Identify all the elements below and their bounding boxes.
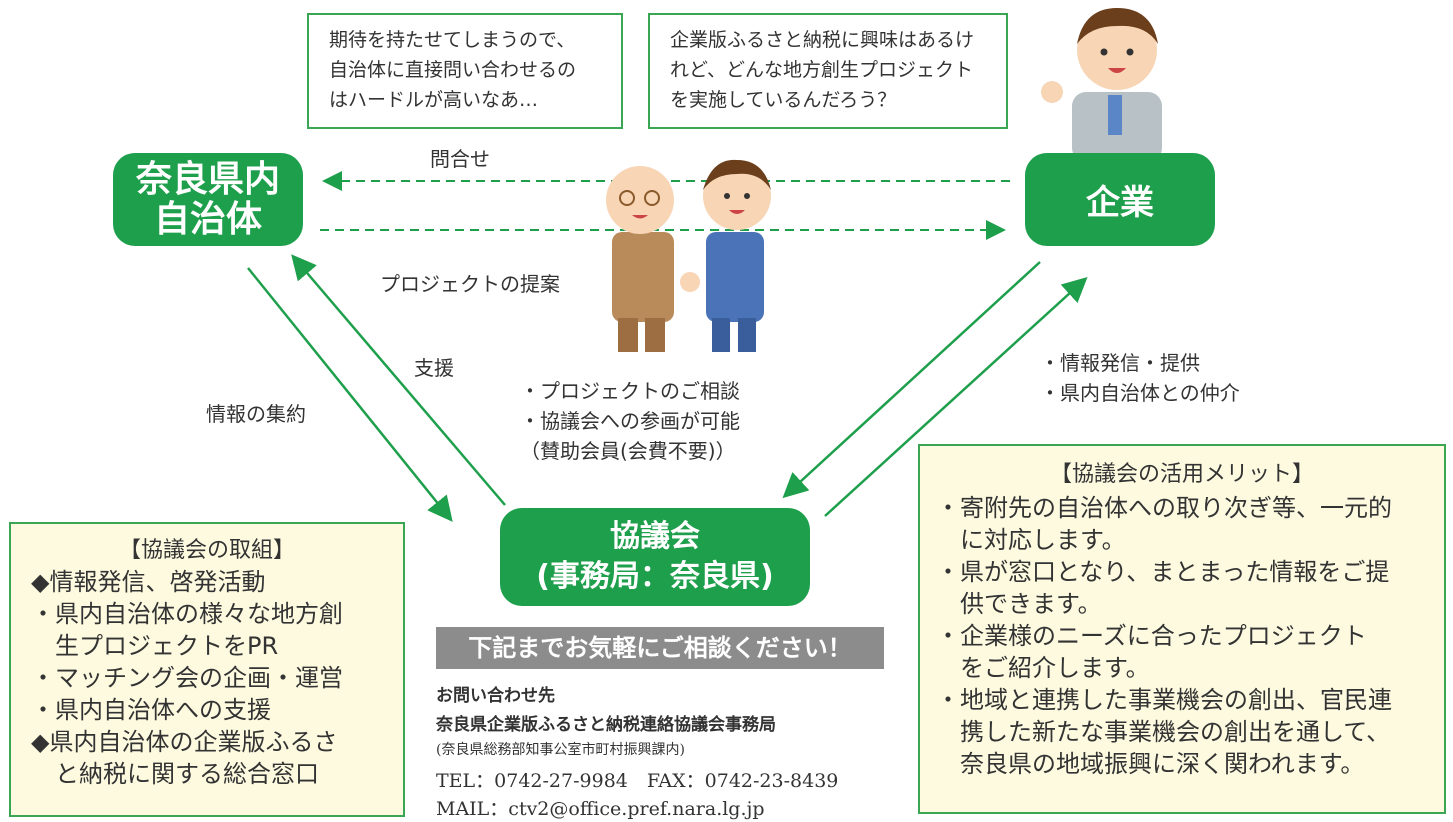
consult-line: ・プロジェクトのご相談 [520,379,740,403]
contact-dept: (奈良県総務部知事公室市町村振興課内) [436,742,685,758]
activity-line: ・県内自治体の様々な地方創 [31,600,343,628]
merits-title: 【協議会の活用メリット】 [1049,462,1314,487]
bubble-left-line: 期待を持たせてしまうので、 [329,29,576,51]
worry-speech-bubble: 期待を持たせてしまうので、 自治体に直接問い合わせるの はハードルが高いなあ… [307,13,623,129]
bubble-right-line: 企業版ふるさと納税に興味はあるけ [670,29,975,51]
bubble-right-line: を実施しているんだろう？ [670,89,897,111]
consult-line: （賛助会員(会費不要)） [520,439,736,463]
bubble-right-line: れど、どんな地方創生プロジェクト [670,59,974,81]
businessman-illustration [1041,8,1162,162]
merit-line: ・地域と連携した事業機会の創出、官民連 [936,686,1392,714]
activity-line: ・マッチング会の企画・運営 [31,664,343,692]
activity-line: ・県内自治体への支援 [31,696,271,724]
merit-line: ・寄附先の自治体への取り次ぎ等、一元的 [936,494,1392,522]
merit-line: をご紹介します。 [936,654,1150,682]
activity-line: と納税に関する総合窓口 [31,760,319,788]
council-to-company-arrow [824,276,1088,517]
info-line: ・情報発信・提供 [1040,351,1200,375]
company-to-council-arrow [782,261,1041,499]
support-label: 支援 [414,356,454,380]
municipality-label: 奈良県内 [135,158,280,200]
consult-line: ・協議会への参画が可能 [520,409,740,433]
merit-line: 奈良県の地域振興に深く関われます。 [936,750,1365,778]
activity-line: ◆情報発信、啓発活動 [31,568,266,596]
handshake-illustration [606,159,771,352]
council-merits-box: 【協議会の活用メリット】 ・寄附先の自治体への取り次ぎ等、一元的 に対応します。… [918,444,1446,814]
merit-line: に対応します。 [936,526,1126,554]
municipality-node: 奈良県内 自治体 [113,153,303,246]
aggregation-arrow [247,267,453,522]
bubble-left-line: 自治体に直接問い合わせるの [329,59,577,81]
council-node: 協議会 (事務局：奈良県) [500,508,810,606]
consult-banner: 下記までお気軽にご相談ください！ [436,627,884,669]
company-label: 企業 [1086,183,1154,223]
contact-office: 奈良県企業版ふるさと納税連絡協議会事務局 [436,715,776,735]
council-activities-box: 【協議会の取組】 ◆情報発信、啓発活動 ・県内自治体の様々な地方創 生プロジェク… [9,522,405,817]
contact-tel-fax: TEL：0742-27-9984 FAX：0742-23-8439 [436,770,839,792]
contact-heading: お問い合わせ先 [436,686,555,706]
aggregation-label: 情報の集約 [206,402,306,426]
info-line: ・県内自治体との仲介 [1040,381,1240,405]
bubble-left-line: はハードルが高いなあ… [329,89,539,111]
interest-speech-bubble: 企業版ふるさと納税に興味はあるけ れど、どんな地方創生プロジェクト を実施してい… [648,13,1008,129]
activity-line: ◆県内自治体の企業版ふるさ [31,728,338,756]
council-office-label: (事務局：奈良県) [536,559,774,594]
support-arrow [291,254,506,506]
activity-line: 生プロジェクトをPR [31,632,279,660]
proposal-label: プロジェクトの提案 [380,272,560,296]
council-label: 協議会 [610,519,700,554]
municipality-label: 自治体 [153,198,262,240]
activities-title: 【協議会の取組】 [118,538,295,563]
merit-line: ・企業様のニーズに合ったプロジェクト [936,622,1367,650]
info-provision-label: ・情報発信・提供 ・県内自治体との仲介 [1040,348,1240,408]
merit-line: 供できます。 [936,590,1102,618]
inquiry-label: 問合せ [430,147,490,171]
merit-line: 携した新たな事業機会の創出を通して、 [936,718,1391,746]
consult-label: ・プロジェクトのご相談 ・協議会への参画が可能 （賛助会員(会費不要)） [520,376,740,466]
company-node: 企業 [1025,153,1215,246]
contact-mail[interactable]: MAIL：ctv2@office.pref.nara.lg.jp [436,798,765,820]
merit-line: ・県が窓口となり、まとまった情報をご提 [936,558,1390,586]
